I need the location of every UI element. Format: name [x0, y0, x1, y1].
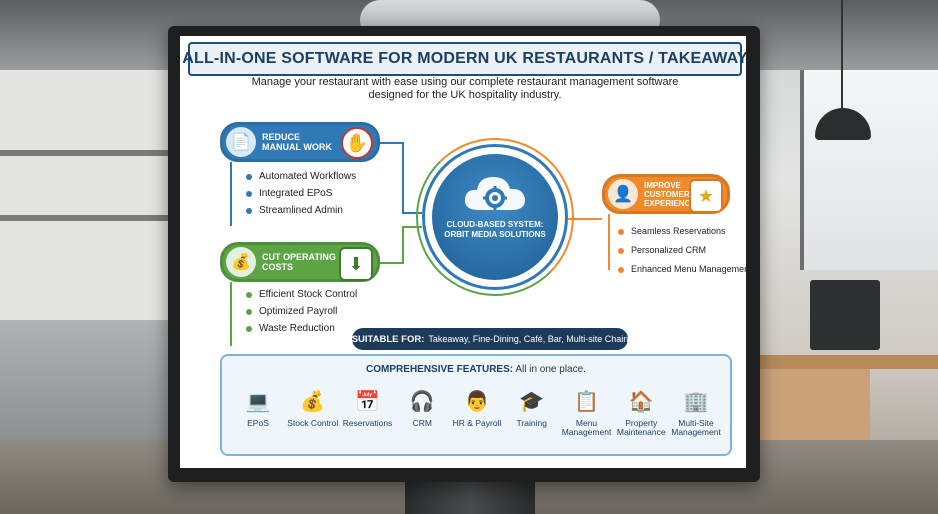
customer-icon: 👤	[608, 179, 638, 209]
feature-hr-payroll: 👨 HR & Payroll	[451, 386, 503, 452]
page-subtitle: Manage your restaurant with ease using o…	[251, 76, 679, 101]
benefit-cut-operating-costs: 💰 CUT OPERATING COSTS ⬇	[220, 242, 380, 282]
feature-multi-site-management: 🏢 Multi-Site Management	[670, 386, 722, 452]
window	[800, 70, 938, 270]
feature-menu-management: 📋 Menu Management	[561, 386, 613, 452]
list-item: Integrated EPoS	[246, 185, 356, 202]
list-item: Automated Workflows	[246, 168, 356, 185]
feature-crm: 🎧 CRM	[396, 386, 448, 452]
pos-terminal-icon: 💻	[245, 390, 271, 413]
center-ring	[416, 138, 574, 296]
green-link-line	[402, 226, 404, 264]
orange-connector-line	[608, 214, 610, 270]
features-panel: COMPREHENSIVE FEATURES: All in one place…	[220, 354, 732, 456]
page-title: ALL-IN-ONE SOFTWARE FOR MODERN UK RESTAU…	[182, 50, 746, 67]
blue-link-line	[380, 142, 402, 144]
benefit-list: Seamless Reservations Personalized CRM E…	[618, 222, 746, 279]
list-item: Optimized Payroll	[246, 303, 357, 320]
suitable-for-banner: SUITABLE FOR: Takeaway, Fine-Dining, Caf…	[352, 328, 628, 350]
list-item: Streamlined Admin	[246, 202, 356, 219]
feature-reservations: 📅 Reservations	[342, 386, 394, 452]
list-item: Enhanced Menu Management	[618, 260, 746, 279]
graduation-cap-icon: 🎓	[519, 390, 545, 413]
blue-link-line	[402, 142, 404, 214]
benefit-title: IMPROVE CUSTOMER EXPERIENCE	[644, 180, 696, 208]
feature-stock-control: 💰 Stock Control	[287, 386, 339, 452]
list-item: Waste Reduction	[246, 320, 357, 337]
list-item: Efficient Stock Control	[246, 286, 357, 303]
pendant-cord	[841, 0, 843, 110]
background-monitor	[810, 280, 880, 350]
headset-icon: 🎧	[409, 390, 435, 413]
suitable-for-value: Takeaway, Fine-Dining, Café, Bar, Multi-…	[428, 334, 629, 344]
benefit-improve-customer-experience: 👤 IMPROVE CUSTOMER EXPERIENCE ★	[602, 174, 730, 214]
features-heading: COMPREHENSIVE FEATURES: All in one place…	[366, 364, 586, 375]
benefit-reduce-manual-work: 📄 REDUCE MANUAL WORK ✋	[220, 122, 380, 162]
money-bag-icon: 💰	[300, 390, 326, 413]
no-hand-icon: ✋	[341, 127, 373, 159]
blue-link-line	[402, 212, 422, 214]
orange-link-line	[568, 218, 602, 220]
green-link-line	[402, 226, 422, 228]
green-link-line	[380, 262, 402, 264]
house-icon: 🏠	[628, 390, 654, 413]
documents-icon: 📄	[226, 127, 256, 157]
center-label: CLOUD-BASED SYSTEM: ORBIT MEDIA SOLUTION…	[444, 220, 546, 239]
monitor-screen: ALL-IN-ONE SOFTWARE FOR MODERN UK RESTAU…	[180, 36, 746, 468]
feature-property-maintenance: 🏠 Property Maintenance	[615, 386, 667, 452]
person-money-icon: 👨	[464, 390, 490, 413]
benefit-list: Efficient Stock Control Optimized Payrol…	[246, 286, 357, 337]
calendar-icon: 📅	[355, 390, 380, 413]
kitchen-shelf	[0, 215, 170, 221]
benefit-title: REDUCE MANUAL WORK	[262, 132, 332, 152]
features-list: 💻 EPoS 💰 Stock Control 📅 Reservations 🎧 …	[232, 386, 722, 452]
cloud-gear-icon	[464, 177, 525, 210]
kitchen-shelf	[0, 150, 170, 156]
feature-epos: 💻 EPoS	[232, 386, 284, 452]
kitchen-counter	[0, 320, 175, 440]
feature-training: 🎓 Training	[506, 386, 558, 452]
menu-icon: 📋	[574, 390, 599, 413]
blue-connector-line	[230, 162, 232, 226]
money-bag-icon: 💰	[226, 247, 256, 277]
list-item: Seamless Reservations	[618, 222, 746, 241]
title-banner: ALL-IN-ONE SOFTWARE FOR MODERN UK RESTAU…	[182, 42, 746, 76]
suitable-for-label: SUITABLE FOR:	[351, 333, 425, 345]
buildings-icon: 🏢	[683, 390, 709, 413]
benefit-list: Automated Workflows Integrated EPoS Stre…	[246, 168, 356, 219]
arrow-down-icon: ⬇	[339, 247, 373, 281]
cloud-system-hub: CLOUD-BASED SYSTEM: ORBIT MEDIA SOLUTION…	[432, 154, 558, 280]
benefit-title: CUT OPERATING COSTS	[262, 252, 336, 272]
office-desk	[740, 355, 938, 369]
list-item: Personalized CRM	[618, 241, 746, 260]
star-icon: ★	[689, 179, 723, 213]
green-connector-line	[230, 282, 232, 346]
